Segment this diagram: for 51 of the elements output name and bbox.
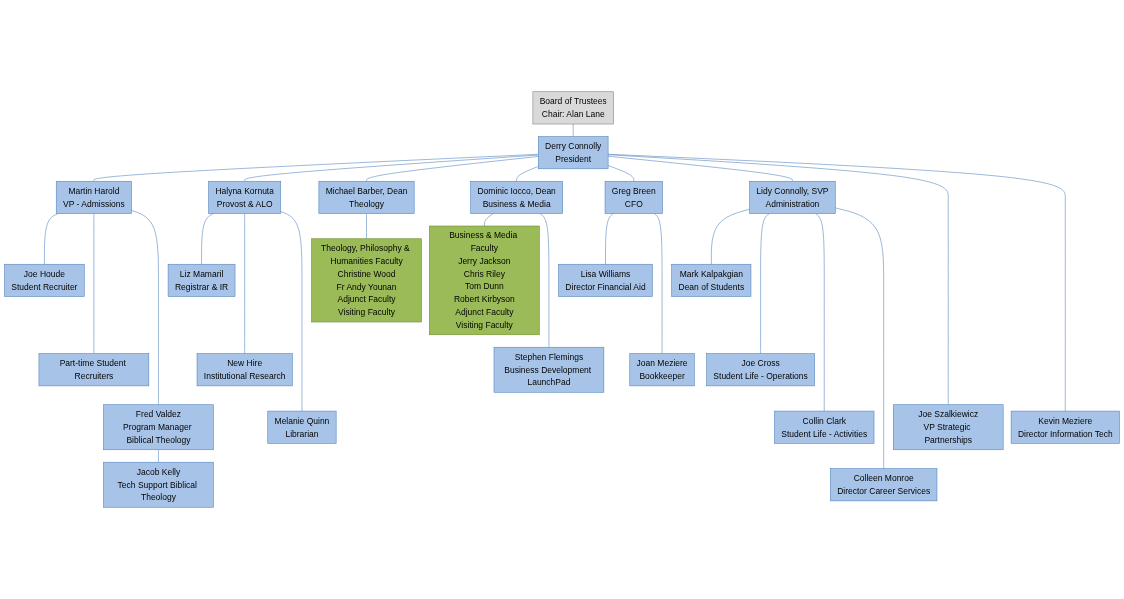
node-box: Joe Houde Student Recruiter: [4, 263, 85, 297]
node-box: Part-time Student Recruiters: [38, 353, 150, 387]
node-box: Lisa Williams Director Financial Aid: [558, 263, 653, 297]
node-box: Stephen Flemings Business Development LaunchPad: [493, 346, 605, 393]
connector: [572, 123, 574, 137]
connector: [653, 213, 663, 354]
connector: [516, 166, 539, 182]
connector: [244, 213, 245, 354]
node-box: Joe Cross Student Life - Operations: [706, 353, 815, 387]
connector: [93, 154, 539, 182]
connector: [280, 211, 303, 412]
node-box: Halyna Kornuta Provost & ALO: [208, 180, 282, 214]
connector: [201, 213, 214, 265]
node-box: Mark Kalpakgian Dean of Students: [671, 263, 752, 297]
node-box: Collin Clark Student Life - Activities: [774, 410, 875, 444]
node-box: Michael Barber, Dean Theology: [318, 180, 415, 214]
connector: [835, 207, 884, 469]
node-box: Board of Trustees Chair: Alan Lane: [532, 91, 614, 125]
node-box: Dominic Iocco, Dean Business & Media: [470, 180, 563, 214]
connector: [607, 165, 635, 182]
node-box: Derry Connolly President: [538, 136, 609, 170]
node-box: Martin Harold VP - Admissions: [55, 180, 132, 214]
connector: [539, 213, 550, 348]
connector: [44, 213, 59, 265]
connector: [760, 213, 770, 354]
connector: [131, 210, 159, 405]
node-box: Melanie Quinn Librarian: [267, 410, 337, 444]
node-box: Joan Meziere Bookkeeper: [629, 353, 695, 387]
connector: [605, 213, 614, 265]
connector: [607, 155, 793, 182]
connector: [366, 213, 367, 240]
connector: [244, 154, 539, 182]
node-box: Liz Mamaril Registrar & IR: [167, 263, 236, 297]
node-box: Greg Breen CFO: [604, 180, 663, 214]
node-box: Jacob Kelly Tech Support Biblical Theology: [103, 461, 214, 508]
node-box: Business & Media Faculty Jerry Jackson Chris Riley Tom Dunn Robert Kirbyson Adjunct Faculty Visiting Faculty: [429, 225, 540, 336]
connector: [815, 213, 825, 412]
node-box: Lidy Connolly, SVP Administration: [749, 180, 836, 214]
connector: [366, 156, 539, 182]
node-box: Colleen Monroe Director Career Services: [830, 468, 938, 502]
node-box: Kevin Meziere Director Information Tech: [1010, 410, 1120, 444]
node-box: Theology, Philosophy & Humanities Faculty Christine Wood Fr Andy Younan Adjunct Faculty Visiting Faculty: [311, 238, 422, 323]
connector: [711, 208, 750, 265]
connector: [607, 154, 949, 405]
connector: [158, 449, 159, 463]
node-box: New Hire Institutional Research: [196, 353, 293, 387]
connector: [607, 153, 1066, 412]
node-box: Joe Szalkiewicz VP Strategic Partnerships: [893, 404, 1004, 451]
node-box: Fred Valdez Program Manager Biblical Theology: [103, 404, 214, 451]
connector: [484, 213, 494, 227]
connector: [93, 213, 95, 354]
